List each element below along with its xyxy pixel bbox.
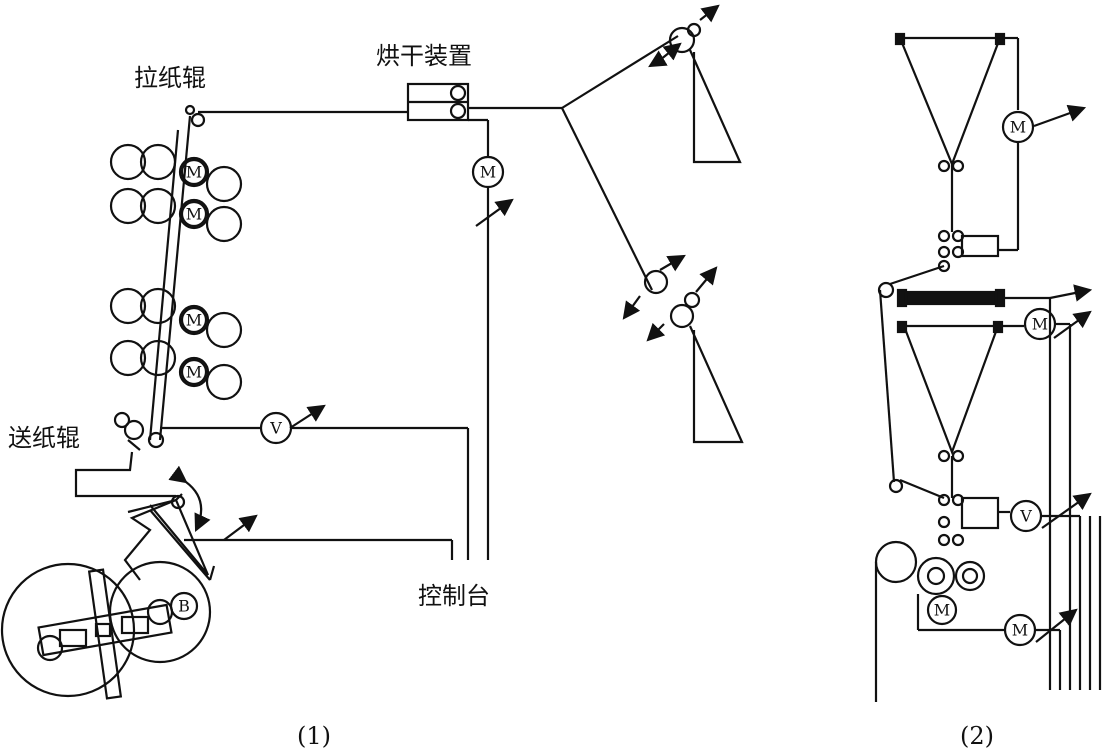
console-label: 控制台 xyxy=(418,582,490,610)
feed-roller-low xyxy=(147,431,165,449)
folder-roller-mid-small xyxy=(683,291,701,309)
print-motor-3-label: M xyxy=(186,311,202,330)
turret-hub-left xyxy=(58,628,88,648)
brake-symbol-circle xyxy=(169,591,199,621)
folder-roller-mid xyxy=(643,269,669,295)
brake-label: B xyxy=(178,597,190,616)
feed-voltage-label: V xyxy=(269,419,282,438)
dryer-motor-label: M xyxy=(480,163,496,182)
rewind-drum-left xyxy=(916,556,956,596)
pull-roller-label: 拉纸辊 xyxy=(134,64,206,92)
web-path-vertical xyxy=(158,115,192,441)
folder-former-top xyxy=(688,49,742,164)
folder-roller-top xyxy=(668,26,696,54)
folder-roller-low xyxy=(669,303,695,329)
rewind-drum-right xyxy=(954,560,986,592)
lower-drive-box xyxy=(960,496,1000,530)
caption-left: (1) xyxy=(297,722,331,750)
pull-roller xyxy=(190,112,206,128)
right-diagram xyxy=(874,32,1102,702)
dancer-arm xyxy=(127,498,210,576)
pull-roller-small xyxy=(184,104,196,116)
upper-drive-box xyxy=(960,234,1000,258)
print-motor-2 xyxy=(180,200,208,228)
left-diagram xyxy=(0,4,744,700)
lower-motor-circle xyxy=(1003,613,1037,647)
unwind-reel-left xyxy=(0,562,136,698)
unwind-core-left xyxy=(36,634,64,662)
dryer-label: 烘干装置 xyxy=(376,42,472,70)
print-unit-4 xyxy=(109,339,243,401)
print-motor-4-label: M xyxy=(186,363,202,382)
turret-arm xyxy=(37,603,173,657)
turret-hub-right xyxy=(120,615,150,635)
caption-right: (2) xyxy=(960,722,994,750)
print-motor-1-label: M xyxy=(186,163,202,182)
print-motor-2-label: M xyxy=(186,205,202,224)
print-motor-4 xyxy=(180,358,208,386)
lower-voltage-circle xyxy=(1009,499,1043,533)
left-guide-roller xyxy=(877,281,895,299)
folder-web-down xyxy=(561,107,653,291)
dryer-motor-circle xyxy=(471,155,505,189)
dryer-roller-top xyxy=(449,84,467,102)
folder-former-bottom xyxy=(688,325,744,444)
turret-center-block xyxy=(94,622,112,638)
rewind-reel xyxy=(874,540,918,584)
rewind-motor-label: M xyxy=(934,601,950,620)
feed-roller-top xyxy=(113,411,131,429)
heater-motor-label: M xyxy=(1032,315,1048,334)
print-motor-1 xyxy=(180,158,208,186)
print-unit-2 xyxy=(109,187,243,243)
left-guide-roller-lower xyxy=(888,478,904,494)
heater-motor-circle xyxy=(1023,307,1057,341)
print-motor-3 xyxy=(180,306,208,334)
print-unit-3 xyxy=(109,287,243,349)
print-unit-1 xyxy=(109,143,243,203)
lower-motor-label: M xyxy=(1012,621,1028,640)
feed-roller-label: 送纸辊 xyxy=(8,424,80,452)
folder-web-up xyxy=(561,35,679,109)
upper-motor-label: M xyxy=(1010,118,1026,137)
upper-tension-triangle xyxy=(898,36,1002,167)
dryer-roller-bottom xyxy=(449,102,467,120)
lower-tension-triangle xyxy=(902,324,1000,456)
lower-voltage-label: V xyxy=(1019,507,1032,526)
rewind-motor-circle xyxy=(926,594,958,626)
folder-roller-top-small xyxy=(686,22,702,38)
heater-bar xyxy=(902,290,1000,306)
web-path-festoon xyxy=(74,451,176,498)
feed-roller-mid xyxy=(123,419,145,441)
